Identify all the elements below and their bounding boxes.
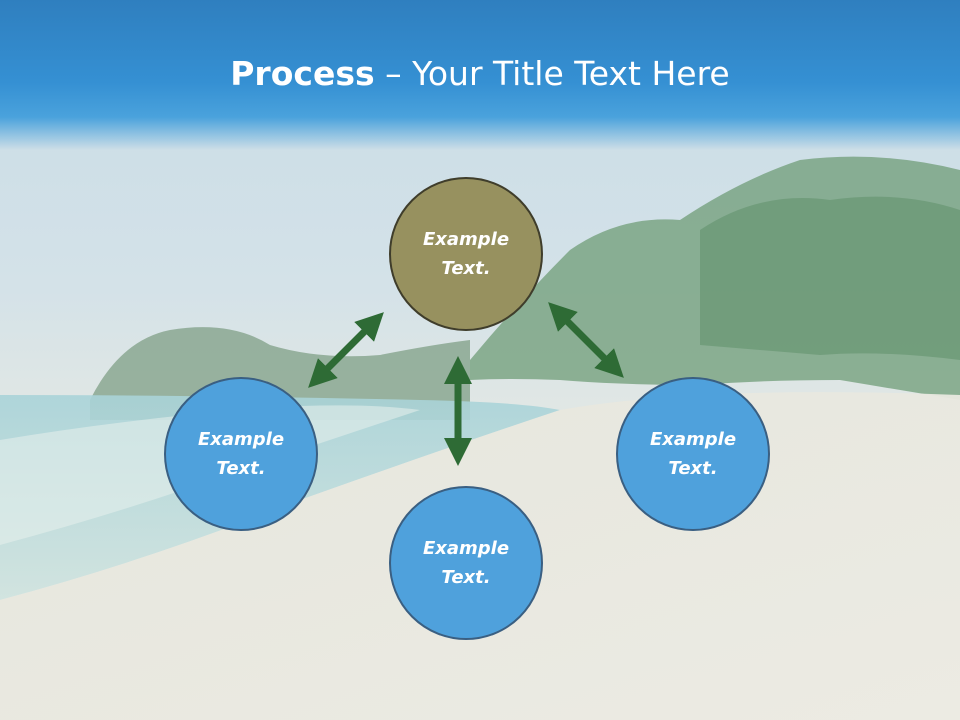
process-node-left: Example Text. bbox=[164, 377, 318, 531]
title-band bbox=[0, 0, 960, 150]
process-node-top-label: Example Text. bbox=[422, 229, 510, 279]
slide-title: Process – Your Title Text Here bbox=[0, 52, 960, 96]
process-node-top: Example Text. bbox=[389, 177, 543, 331]
slide-title-rest: – Your Title Text Here bbox=[374, 54, 730, 93]
process-node-left-label: Example Text. bbox=[197, 429, 285, 479]
process-node-right-label: Example Text. bbox=[649, 429, 737, 479]
slide-title-bold: Process bbox=[230, 54, 375, 93]
process-node-right: Example Text. bbox=[616, 377, 770, 531]
process-node-bottom: Example Text. bbox=[389, 486, 543, 640]
double-arrow-top-left bbox=[308, 312, 384, 388]
double-arrow-top-right bbox=[548, 302, 624, 378]
process-node-bottom-label: Example Text. bbox=[422, 538, 510, 588]
